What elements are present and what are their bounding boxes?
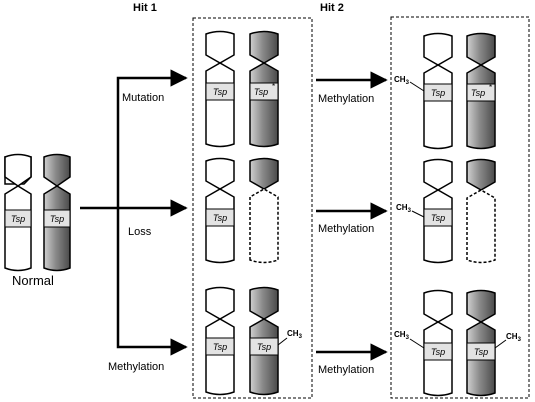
ch3-label: CH3 [394, 75, 410, 86]
gene-label: Tsp [213, 213, 227, 223]
methylation-row3-label: Methylation [318, 364, 374, 376]
gene-label: Tsp [431, 213, 445, 223]
hit1-loss-chromosome-grey-lost [249, 157, 279, 264]
gene-label: Tsp [254, 87, 268, 97]
normal-label: Normal [12, 273, 54, 288]
ch3-label: CH3 [287, 329, 303, 340]
gene-label: Tsp [11, 214, 25, 224]
methylation-row1-label: Methylation [318, 93, 374, 105]
ch3-marker: CH3 [396, 203, 425, 218]
hit2-header: Hit 2 [320, 2, 344, 14]
gene-label: Tsp [50, 214, 64, 224]
hit1-methylation-chromosome-grey: Tsp [249, 286, 279, 396]
ch3-marker: CH3 [394, 330, 425, 349]
gene-label: Tsp [431, 88, 445, 98]
hit1-panel [192, 17, 313, 399]
normal-chromosome-grey: Tsp [43, 153, 71, 272]
ch3-marker: CH3 [277, 329, 303, 346]
hit2-arrows [316, 71, 388, 361]
hit1-methylation-chromosome-white: Tsp [205, 286, 235, 396]
ch3-label: CH3 [394, 330, 410, 341]
loss-label: Loss [128, 226, 152, 238]
gene-label: Tsp [257, 342, 271, 352]
hit1-loss-chromosome-white: Tsp [205, 157, 235, 264]
ch3-marker: CH3 [494, 332, 522, 349]
hit1-mutation-chromosome-white: Tsp [205, 30, 235, 148]
hit2-row1-chromosome-grey: Tsp * [466, 32, 496, 150]
methylation-row2-label: Methylation [318, 223, 374, 235]
hit2-row2-chromosome-white: Tsp [423, 158, 453, 264]
mutation-label: Mutation [122, 92, 164, 104]
ch3-label: CH3 [396, 203, 412, 214]
hit2-row2-chromosome-grey-lost [466, 158, 496, 264]
branch-connector [80, 69, 188, 356]
normal-chromosome-white: Tsp [4, 153, 32, 272]
ch3-label: CH3 [506, 332, 522, 343]
hit2-row3-chromosome-white: Tsp [423, 289, 453, 397]
gene-label: Tsp [431, 347, 445, 357]
mutation-asterisk: * [272, 82, 275, 91]
gene-label: Tsp [474, 347, 488, 357]
hit2-row1-chromosome-white: Tsp [423, 32, 453, 150]
ch3-marker: CH3 [394, 75, 425, 92]
hit1-mutation-chromosome-grey: Tsp * [249, 30, 279, 148]
hit1-header: Hit 1 [133, 2, 157, 14]
gene-label: Tsp [213, 342, 227, 352]
methylation-hit1-label: Methylation [108, 361, 164, 373]
gene-label: Tsp [471, 88, 485, 98]
hit2-panel [390, 16, 530, 399]
gene-label: Tsp [213, 87, 227, 97]
hit2-row3-chromosome-grey: Tsp [466, 289, 496, 397]
mutation-asterisk: * [489, 83, 492, 92]
